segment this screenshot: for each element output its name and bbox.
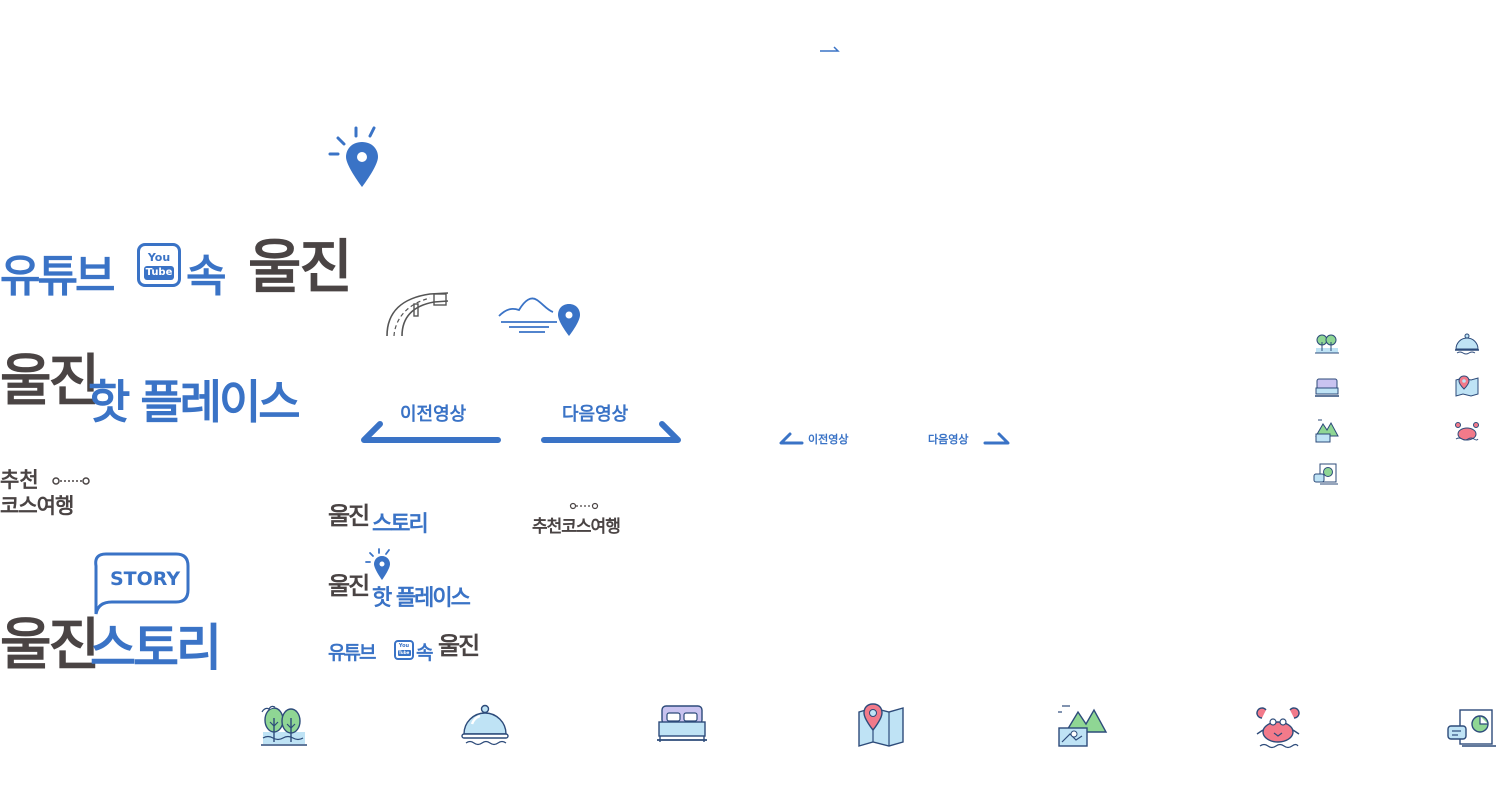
uljin-name: 울진	[0, 613, 100, 678]
small-arrow-icon	[820, 46, 840, 52]
next-video-small-button[interactable]: 다음영상	[928, 430, 1012, 448]
youtube-title-logo: 유튜브 You Tube 속 울진	[0, 206, 353, 302]
prev-video-small-label: 이전영상	[808, 433, 849, 446]
bridge-road-icon	[386, 292, 449, 337]
food-icon[interactable]	[460, 700, 510, 748]
food-icon[interactable]	[1454, 332, 1480, 356]
course-title-logo: 추천 코스여행	[0, 464, 110, 520]
scenery-icon[interactable]	[1056, 702, 1108, 750]
review-icon[interactable]	[1446, 708, 1498, 750]
hotplace-title-logo: 울진 핫 플레이스	[0, 336, 340, 429]
prev-video-button[interactable]: 이전영상	[358, 398, 504, 450]
speech-bubble-icon	[94, 552, 190, 615]
uljin-name: 울진	[328, 502, 370, 530]
story-logo-small: 울진 스토리	[328, 494, 448, 540]
lodging-icon[interactable]	[656, 704, 708, 744]
hotplace-logo-small: 울진 핫 플레이스	[328, 548, 498, 611]
nature-icon[interactable]	[1314, 332, 1340, 356]
youtube-icon: You Tube	[394, 640, 414, 660]
nature-icon[interactable]	[260, 702, 308, 748]
crab-icon[interactable]	[1454, 420, 1480, 444]
crab-icon[interactable]	[1254, 706, 1302, 750]
hotplace-small-text: 핫 플레이스	[372, 586, 471, 611]
youtube-icon: You Tube	[137, 243, 181, 287]
uljin-name: 울진	[248, 233, 353, 301]
next-video-button[interactable]: 다음영상	[538, 398, 684, 450]
youtube-small-text: 유튜브	[328, 642, 376, 664]
next-video-small-label: 다음영상	[928, 433, 969, 446]
youtube-small-suffix: 속	[416, 642, 434, 664]
uljin-name: 울진	[438, 632, 480, 660]
story-bubble-text: STORY	[110, 568, 181, 590]
location-pin-icon	[328, 126, 378, 187]
prev-video-label: 이전영상	[400, 404, 467, 425]
location-pin-icon	[365, 548, 390, 580]
map-icon[interactable]	[856, 702, 906, 748]
prev-arrow-small-icon	[779, 432, 804, 445]
story-small-text: 스토리	[372, 512, 429, 537]
youtube-logo-small: 유튜브 You Tube 속 울진	[328, 624, 488, 668]
next-video-label: 다음영상	[562, 404, 629, 425]
small-icon-grid	[1312, 332, 1482, 492]
course-logo-small: 추천코스여행	[532, 500, 642, 540]
review-icon[interactable]	[1312, 462, 1340, 488]
next-arrow-icon	[541, 421, 681, 443]
prev-arrow-icon	[361, 421, 501, 443]
coast-pin-icon	[498, 297, 580, 336]
course-title-line2: 코스여행	[0, 494, 74, 518]
uljin-name: 울진	[328, 572, 370, 600]
next-arrow-small-icon	[983, 432, 1010, 445]
uljin-name: 울진	[0, 349, 100, 414]
lodging-icon[interactable]	[1314, 376, 1340, 398]
prev-video-small-button[interactable]: 이전영상	[778, 430, 858, 448]
story-title-text: 스토리	[90, 619, 222, 677]
youtube-title-suffix: 속	[186, 251, 227, 302]
route-dots-icon	[569, 502, 599, 510]
course-small-text: 추천코스여행	[532, 517, 621, 537]
youtube-title-text: 유튜브	[0, 251, 115, 302]
hotplace-title-text: 핫 플레이스	[88, 375, 301, 429]
course-title-line1: 추천	[0, 468, 39, 492]
scenery-icon[interactable]	[1314, 418, 1340, 444]
route-dots-icon	[52, 477, 90, 485]
story-title-logo: STORY 울진 스토리	[0, 550, 240, 678]
map-icon[interactable]	[1454, 374, 1480, 398]
